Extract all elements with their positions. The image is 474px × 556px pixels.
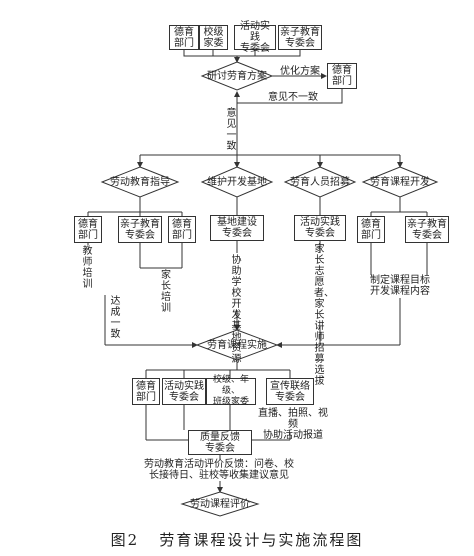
implement-diamond-label: 劳育课程实施: [207, 339, 267, 351]
top-box-activity-committee: 活动实践 专委会: [234, 21, 276, 54]
branch-course-label: 劳育课程开发: [370, 176, 430, 188]
teacher-training-text: 教师培训: [82, 246, 93, 290]
guide-parenting-box: 亲子教育 专委会: [118, 216, 162, 243]
course-parenting-box: 亲子教育 专委会: [405, 216, 449, 243]
research-dept-box: 德育 部门: [327, 63, 357, 89]
impl-activity-box: 活动实践 专委会: [162, 378, 206, 405]
feedback-committee-box: 质量反馈 专委会: [188, 430, 252, 455]
top-box-school-parent: 校级 家委: [199, 25, 228, 50]
optimize-label: 优化方案: [280, 66, 320, 77]
base-assist-text: 协助学校开发基地资源: [231, 255, 242, 365]
impl-parent-committee-box: 校级、年级、 班级家委: [206, 375, 256, 407]
branch-guide-label: 劳动教育指导: [110, 176, 170, 188]
consensus-label: 达 成 一 致: [110, 296, 121, 340]
branch-recruit-label: 劳育人员招募: [290, 176, 350, 188]
guide-dept-box-1: 德育 部门: [74, 216, 102, 243]
parent-training-text: 家 长 培 训: [161, 270, 171, 314]
course-plan-text: 制定课程目标 开发课程内容: [364, 275, 436, 297]
agree-label: 意 见 一 致: [226, 108, 237, 152]
base-committee-box: 基地建设 专委会: [210, 215, 264, 241]
recruit-text: 家长志愿者、家长讲师招募选拔: [314, 244, 334, 387]
impl-dept-box: 德育 部门: [132, 378, 160, 405]
evaluation-diamond-label: 劳动课程评价: [190, 498, 250, 510]
course-dept-box: 德育 部门: [357, 216, 385, 243]
impl-publicity-box: 宣传联络 专委会: [266, 378, 314, 405]
research-diamond-label: 研讨劳育方案: [207, 70, 267, 82]
disagree-label: 意见不一致: [268, 92, 318, 103]
top-box-moral-dept: 德育 部门: [169, 25, 199, 50]
branch-base-label: 维护开发基地: [207, 176, 267, 188]
feedback-text: 劳动教育活动评价反馈：问卷、校 长接待日、驻校等收集建议意见: [144, 459, 294, 481]
publicity-text: 直播、拍照、视频 协助活动报道: [258, 408, 328, 441]
figure-caption: 图2 劳育课程设计与实施流程图: [110, 531, 364, 549]
recruit-committee-box: 活动实践 专委会: [294, 215, 346, 241]
top-box-parenting-committee: 亲子教育 专委会: [278, 25, 322, 50]
guide-dept-box-2: 德育 部门: [168, 216, 196, 243]
